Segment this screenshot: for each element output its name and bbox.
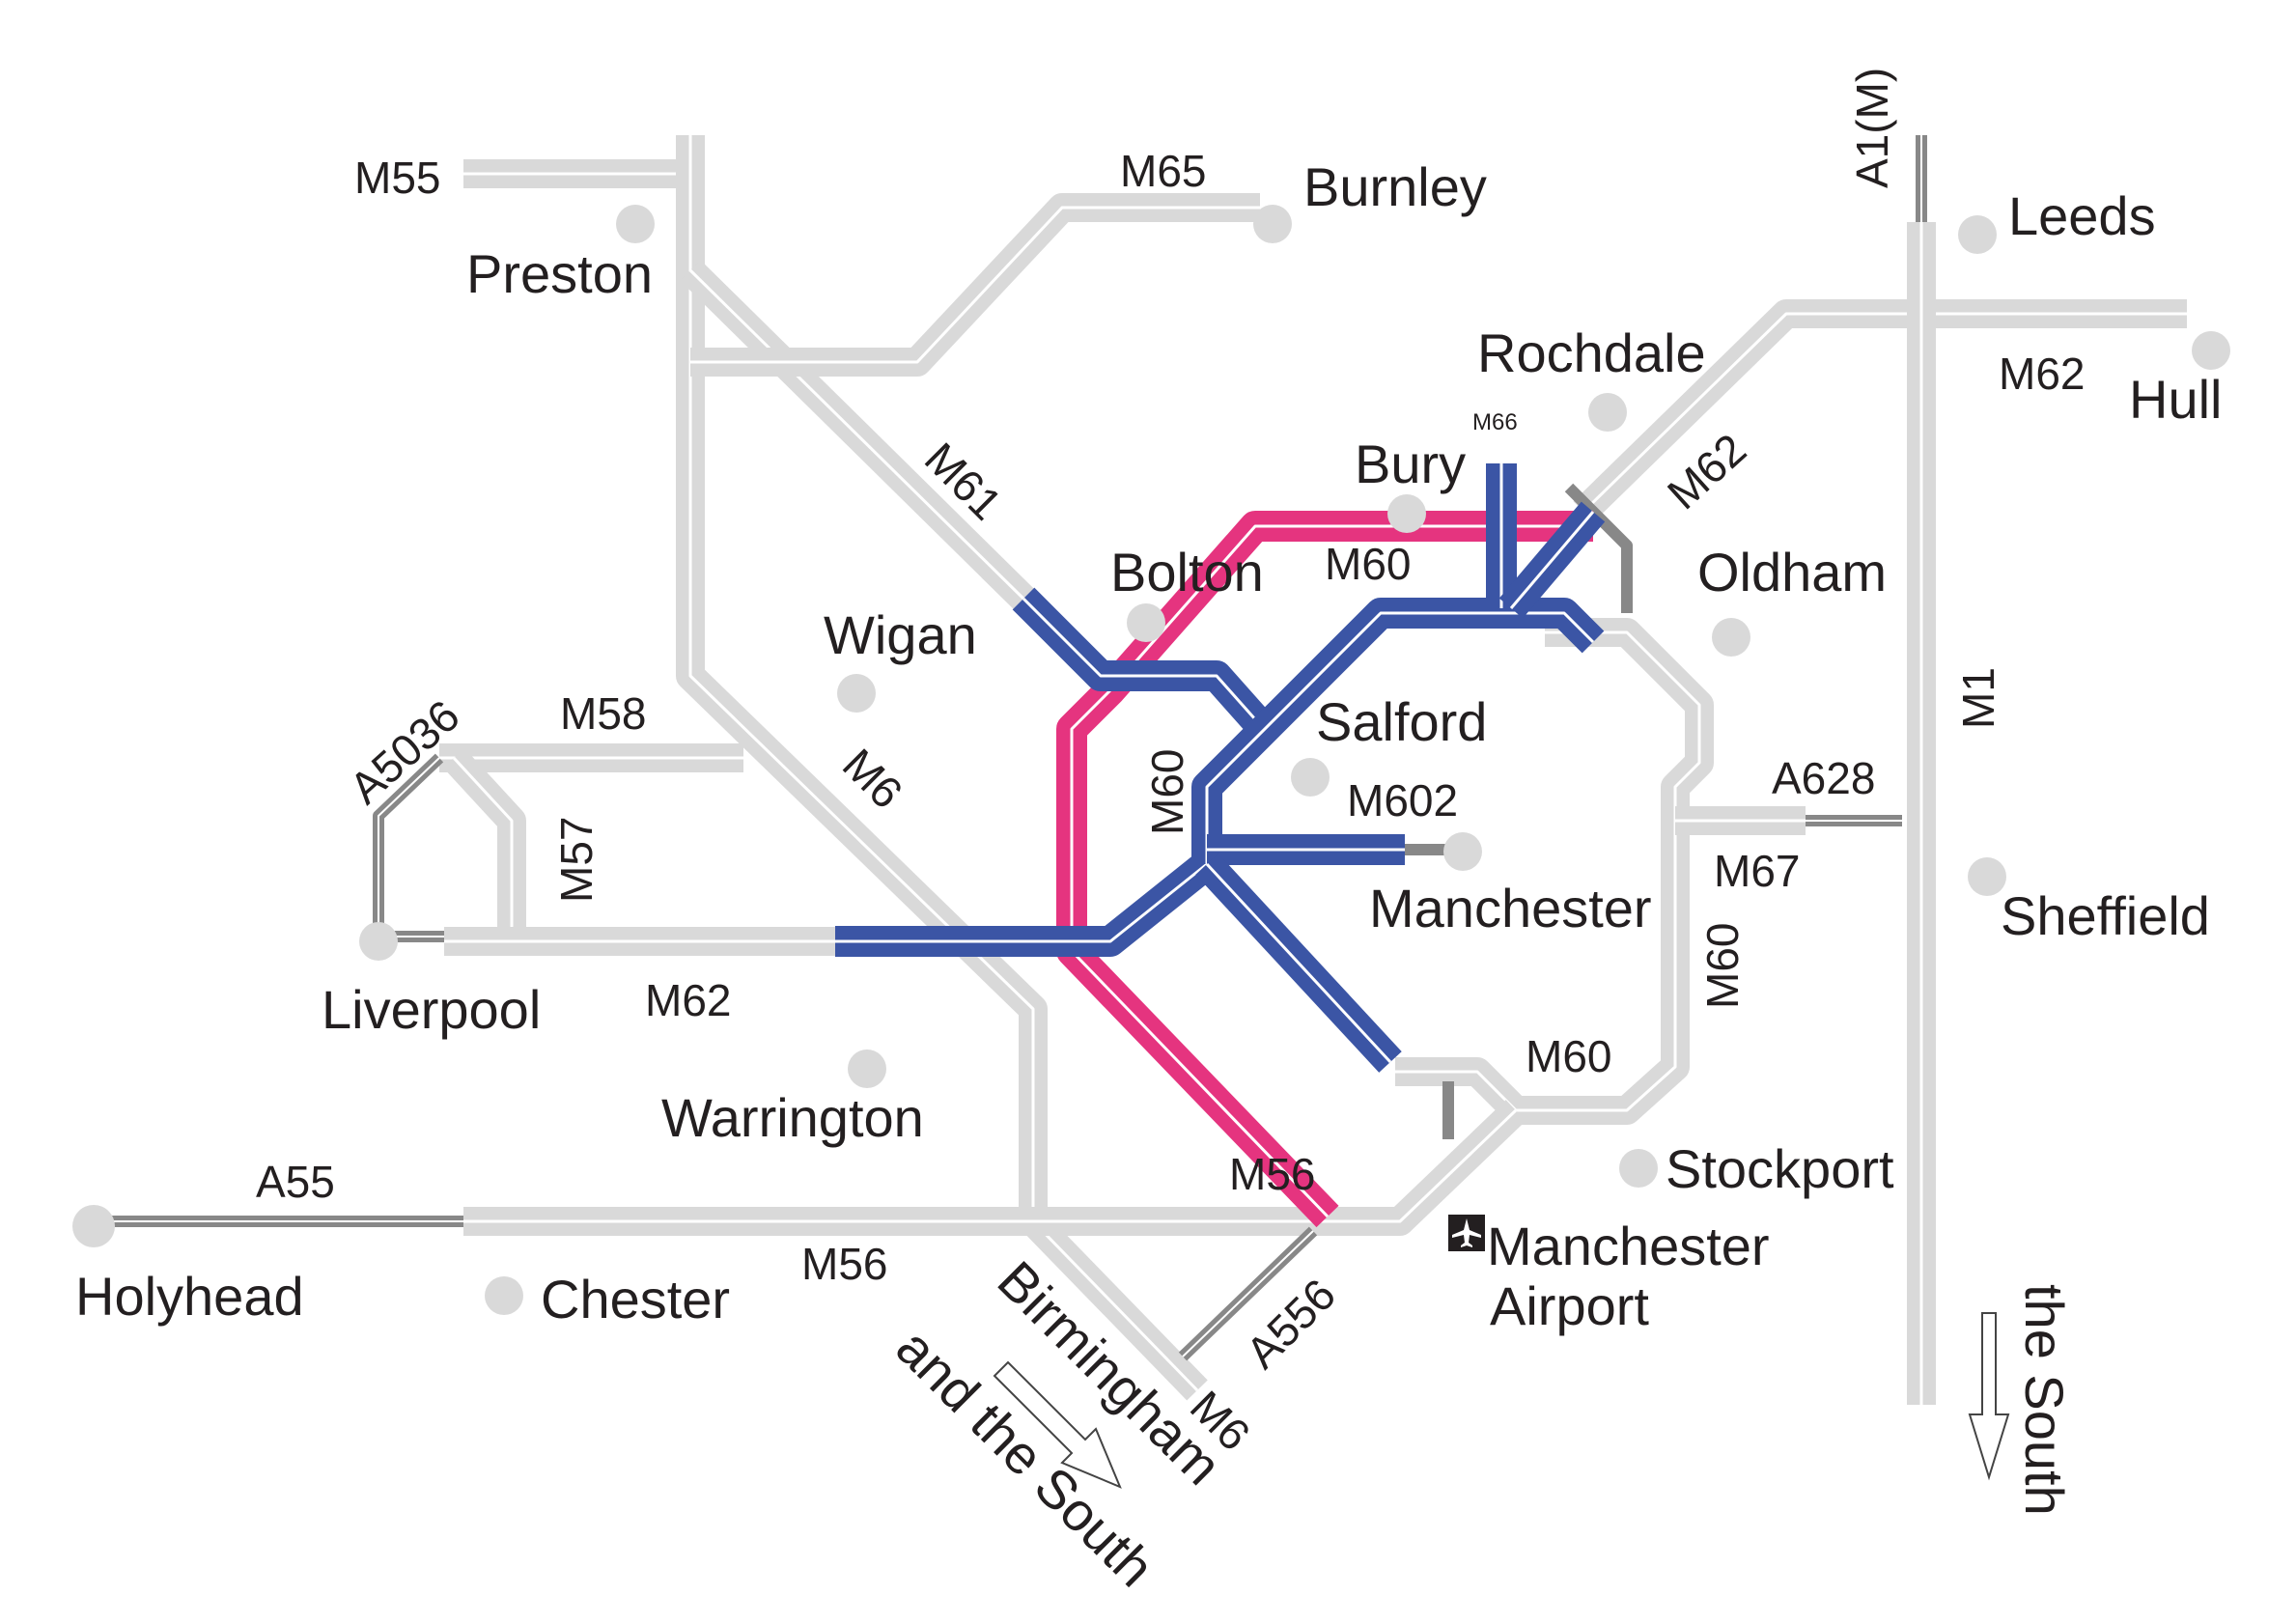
route-pink xyxy=(1056,511,1593,1228)
label-manchester-airport-line2: Airport xyxy=(1490,1275,1649,1336)
dot-salford xyxy=(1291,758,1330,797)
dot-leeds xyxy=(1958,215,1997,254)
label-rochdale: Rochdale xyxy=(1477,322,1706,383)
label-m60-north: M60 xyxy=(1325,539,1411,589)
label-m57: M57 xyxy=(551,817,602,903)
label-hull: Hull xyxy=(2129,369,2222,430)
label-bolton: Bolton xyxy=(1110,542,1264,602)
label-preston: Preston xyxy=(466,243,653,304)
label-oldham: Oldham xyxy=(1697,542,1887,602)
dot-bury xyxy=(1387,494,1426,533)
label-m67: M67 xyxy=(1714,846,1800,896)
dot-rochdale xyxy=(1588,393,1627,432)
label-m65: M65 xyxy=(1120,146,1206,196)
a-roads xyxy=(97,135,1927,1361)
label-liverpool: Liverpool xyxy=(322,979,541,1040)
label-m602: M602 xyxy=(1347,775,1458,825)
label-sheffield: Sheffield xyxy=(2001,885,2210,946)
label-wigan: Wigan xyxy=(824,604,977,665)
label-a628: A628 xyxy=(1772,753,1875,803)
label-m62-west: M62 xyxy=(645,975,731,1025)
arrow-down-right-icon xyxy=(993,1360,1122,1489)
label-m60-south: M60 xyxy=(1526,1031,1611,1081)
dot-chester xyxy=(485,1276,523,1315)
label-a55: A55 xyxy=(256,1157,335,1207)
label-a1m: A1(M) xyxy=(1847,68,1897,188)
road-m56 xyxy=(463,1100,1526,1236)
label-manchester: Manchester xyxy=(1369,878,1652,938)
label-salford: Salford xyxy=(1316,691,1487,752)
dot-bolton xyxy=(1127,603,1165,642)
label-m66: M66 xyxy=(1472,409,1518,435)
route-blue xyxy=(835,463,1606,1073)
label-burnley: Burnley xyxy=(1303,156,1487,217)
dot-burnley xyxy=(1253,205,1292,243)
motorway-network xyxy=(439,135,2187,1405)
label-m56-east: M56 xyxy=(1229,1149,1315,1199)
label-manchester-airport-line1: Manchester xyxy=(1487,1216,1770,1276)
dot-preston xyxy=(616,205,655,243)
road-m57 xyxy=(442,747,526,937)
label-chester: Chester xyxy=(541,1269,730,1329)
label-m58: M58 xyxy=(560,688,646,739)
arrow-down-icon xyxy=(1968,1312,2010,1481)
city-labels: Preston Burnley Leeds Hull Rochdale Bury… xyxy=(75,156,2222,1336)
label-m55: M55 xyxy=(354,153,440,203)
dot-oldham xyxy=(1712,618,1750,657)
label-holyhead: Holyhead xyxy=(75,1266,304,1327)
airplane-icon xyxy=(1448,1215,1485,1251)
dot-hull xyxy=(2192,331,2230,370)
dot-holyhead xyxy=(72,1205,115,1247)
dot-sheffield xyxy=(1968,857,2006,896)
label-m60-west: M60 xyxy=(1142,749,1192,835)
label-m56-west: M56 xyxy=(801,1239,887,1289)
dot-warrington xyxy=(848,1049,886,1088)
label-stockport: Stockport xyxy=(1666,1138,1894,1199)
road-a663 xyxy=(1564,483,1633,613)
label-m60-east: M60 xyxy=(1697,923,1748,1009)
city-dots xyxy=(72,205,2230,1315)
label-warrington: Warrington xyxy=(661,1087,924,1148)
label-m1: M1 xyxy=(1953,667,2003,729)
label-the-south: the South xyxy=(2014,1284,2075,1516)
dot-liverpool xyxy=(359,922,398,961)
label-leeds: Leeds xyxy=(2008,185,2156,246)
dot-wigan xyxy=(837,674,876,713)
label-m62-east: M62 xyxy=(1999,349,2085,399)
dot-stockport xyxy=(1619,1149,1658,1188)
dot-manchester xyxy=(1443,832,1482,871)
label-bury: Bury xyxy=(1355,434,1466,494)
